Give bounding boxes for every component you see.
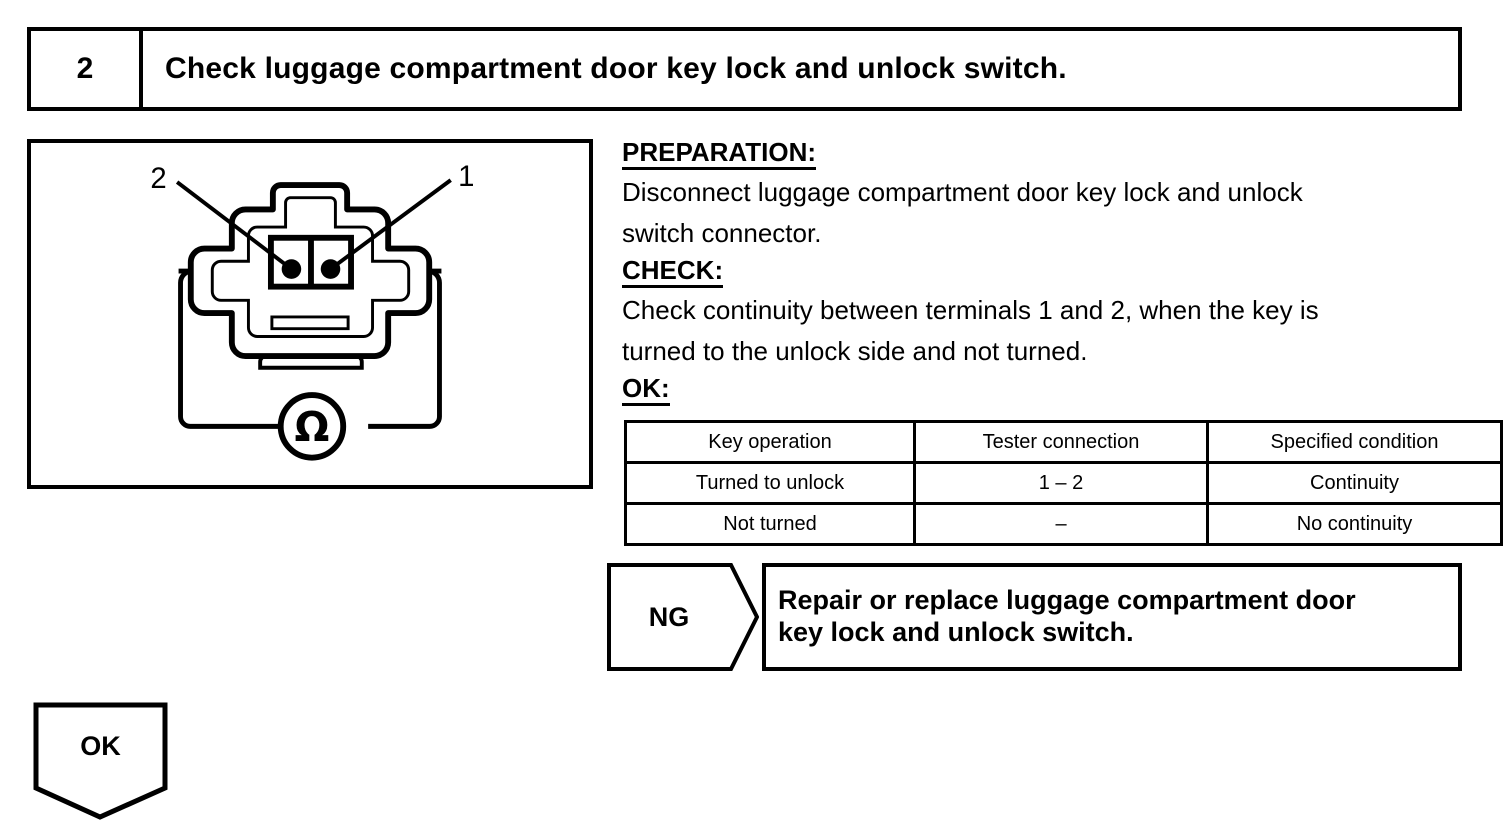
step-header-bar: 2 Check luggage compartment door key loc…: [27, 27, 1462, 111]
cell-specified-condition: Continuity: [1206, 461, 1503, 505]
preparation-line-2: switch connector.: [622, 217, 822, 248]
cell-tester-connection: –: [913, 502, 1209, 546]
preparation-line-1: Disconnect luggage compartment door key …: [622, 177, 1303, 208]
ng-action-line-2: key lock and unlock switch.: [778, 617, 1134, 647]
ng-action-line-1: Repair or replace luggage compartment do…: [778, 585, 1356, 616]
step-title: Check luggage compartment door key lock …: [165, 52, 1067, 85]
preparation-block: PREPARATION: Disconnect luggage compartm…: [622, 138, 1472, 252]
ng-branch: NG Repair or replace luggage compartment…: [607, 563, 1462, 671]
ok-heading: OK:: [622, 374, 670, 407]
table-header-specified-condition: Specified condition: [1206, 420, 1503, 464]
check-block: CHECK: Check continuity between terminal…: [622, 256, 1472, 370]
connector-diagram-box: Ω 2 1: [27, 139, 593, 489]
cell-key-operation: Turned to unlock: [624, 461, 916, 505]
ng-action-box: Repair or replace luggage compartment do…: [762, 563, 1462, 671]
preparation-heading: PREPARATION:: [622, 138, 817, 171]
terminal-label-1: 1: [458, 160, 474, 193]
step-number: 2: [31, 31, 143, 107]
connector-ohmmeter-diagram: Ω 2 1: [150, 160, 474, 461]
ok-branch: OK: [33, 702, 168, 820]
table-header-key-operation: Key operation: [624, 420, 916, 464]
ok-label: OK: [80, 730, 121, 761]
table-header-tester-connection: Tester connection: [913, 420, 1209, 464]
terminal-label-2: 2: [150, 162, 166, 195]
cell-specified-condition: No continuity: [1206, 502, 1503, 546]
ohm-glyph: Ω: [295, 403, 330, 451]
cell-key-operation: Not turned: [624, 502, 916, 546]
instructions-column: PREPARATION: Disconnect luggage compartm…: [622, 138, 1472, 409]
ng-action-text: Repair or replace luggage compartment do…: [778, 585, 1356, 649]
cell-tester-connection: 1 – 2: [913, 461, 1209, 505]
check-line-1: Check continuity between terminals 1 and…: [622, 295, 1319, 326]
ng-label: NG: [648, 601, 690, 632]
ng-tag-shape: [607, 563, 759, 671]
table-row: Not turned – No continuity: [624, 502, 1503, 546]
leader-lines: [175, 178, 452, 271]
ok-arrow-outline: [33, 702, 168, 820]
table-row: Turned to unlock 1 – 2 Continuity: [624, 461, 1503, 505]
table-header-row: Key operation Tester connection Specifie…: [624, 420, 1503, 464]
specified-condition-table: Key operation Tester connection Specifie…: [624, 420, 1503, 546]
check-line-2: turned to the unlock side and not turned…: [622, 335, 1088, 366]
check-heading: CHECK:: [622, 256, 724, 289]
ng-arrow-outline: [607, 563, 759, 671]
ohmmeter-symbol: Ω: [277, 392, 347, 461]
